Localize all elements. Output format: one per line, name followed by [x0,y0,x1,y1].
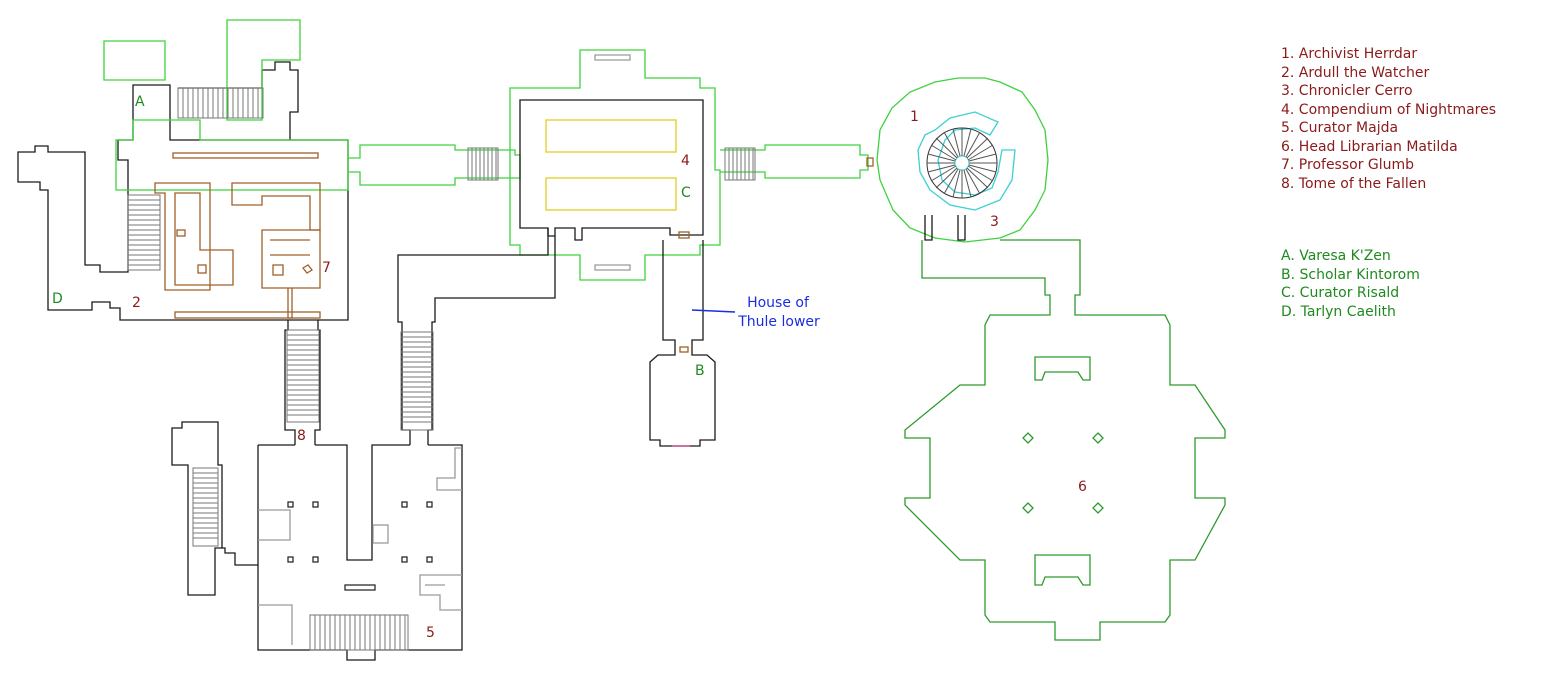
legend-item-1: 1. Archivist Herrdar [1281,46,1418,62]
legend-item-D: D. Tarlyn Caelith [1281,303,1396,320]
thule-lower-branch [649,240,736,447]
thule-annotation: House of Thule lower [737,295,820,330]
legend-item-2: 2. Ardull the Watcher [1281,64,1430,81]
annotation-line-1: House of [747,295,810,311]
marker-1[interactable]: 1 [910,109,919,125]
legend-item-5: 5. Curator Majda [1281,120,1399,136]
legend-item-6: 6. Head Librarian Matilda [1281,138,1458,155]
grand-hall-alcoves [1034,356,1091,586]
central-tower-corridor [720,144,874,181]
central-hall-outer-green [509,49,721,281]
tower-outer-wall [876,77,1049,243]
marker-5[interactable]: 5 [426,625,435,641]
shelf-upper [545,119,677,153]
south-corridors [284,228,556,445]
west-wing-interior-rooms [154,152,321,319]
legend-item-4: 4. Compendium of Nightmares [1281,101,1497,118]
west-central-corridor [348,144,521,186]
annotation-line-2: Thule lower [737,314,820,330]
marker-D[interactable]: D [52,291,63,307]
legend-numbered: 1. Archivist Herrdar 2. Ardull the Watch… [1281,45,1496,193]
marker-B[interactable]: B [695,363,705,379]
marker-A[interactable]: A [135,94,145,110]
west-wing-west-stairs [127,194,161,271]
marker-C[interactable]: C [681,185,691,201]
west-wing-north-stairs [177,87,264,119]
grand-hall-wall [904,239,1226,641]
grand-hall-pillars [1022,432,1104,514]
legend-item-C: C. Curator Risald [1281,285,1400,301]
west-wing-upper-floor [103,19,349,191]
west-wing-outer-wall [17,84,349,321]
marker-7[interactable]: 7 [322,260,331,276]
west-wing [17,19,349,321]
marker-6[interactable]: 6 [1078,479,1087,495]
marker-2[interactable]: 2 [132,295,141,311]
legend-item-7: 7. Professor Glumb [1281,157,1415,173]
thule-pointer-line [691,309,736,313]
tower-inner-ring [917,111,1016,211]
tower [876,77,1049,243]
legend-item-8: 8. Tome of the Fallen [1281,175,1427,192]
marker-3[interactable]: 3 [990,214,999,230]
legend-item-3: 3. Chronicler Cerro [1281,83,1413,99]
marker-8[interactable]: 8 [297,428,306,444]
shelf-lower [545,177,677,211]
spiral-staircase [926,127,998,199]
legend-lettered: A. Varesa K'Zen B. Scholar Kintorom C. C… [1281,247,1420,321]
map-markers: 1 2 3 4 5 6 7 8 A B C D [52,94,1087,641]
legend-item-B: B. Scholar Kintorom [1281,266,1420,283]
legend-item-A: A. Varesa K'Zen [1281,248,1391,264]
south-hall [171,421,463,661]
marker-4[interactable]: 4 [681,153,690,169]
grand-hall [904,239,1226,641]
